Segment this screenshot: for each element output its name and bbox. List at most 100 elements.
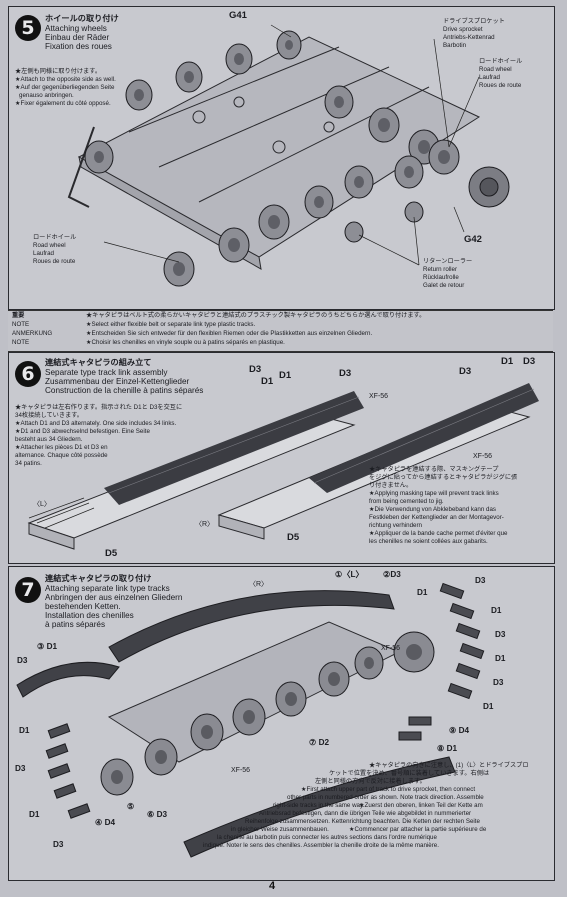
- part-d3-label: D3: [17, 656, 28, 665]
- part-d3-label: D3: [475, 576, 486, 585]
- instr-en: ★Attach D1 and D3 alternately. One side …: [15, 420, 177, 427]
- part-d1-label: D1: [19, 726, 30, 735]
- road-wheel-de: Laufrad: [479, 74, 500, 81]
- tape-note-jp: ★キャタピラを連結する際、マスキングテープ: [369, 466, 499, 473]
- part-d3-label: D3: [53, 840, 64, 849]
- part-d1-label: D1: [417, 588, 428, 597]
- title-en: Attaching separate link type tracks: [45, 584, 170, 593]
- part-d1-label: D1: [261, 376, 274, 387]
- note-label-jp: 重要: [12, 312, 25, 319]
- paint-xf56: XF-56: [473, 453, 493, 460]
- instr-en-2: other parts in numbered order as shown. …: [287, 794, 484, 801]
- part-d3-label: D3: [339, 368, 352, 379]
- instr-de: ★Zuerst den oberen, linken Teil der Kett…: [359, 802, 483, 809]
- side-note-jp: ★左側も同様に取り付けます。: [15, 68, 102, 75]
- step-5-panel: 5 ホイールの取り付け Attaching wheels Einbau der …: [8, 6, 555, 310]
- instr-fr-2: la chenille au barbotin puis connecter l…: [217, 834, 437, 841]
- paint-xf56: XF-56: [231, 767, 251, 774]
- drive-sprocket-en: Drive sprocket: [443, 26, 483, 33]
- instr-en: ★First attach upper part of track to dri…: [301, 786, 476, 793]
- road-wheel-fr: Roues de route: [479, 82, 522, 89]
- paint-xf56: XF-56: [369, 393, 389, 400]
- instr-fr-3: indiqué. Noter le sens des chenilles. As…: [203, 842, 439, 849]
- instr-jp-2: 34枚接続していきます。: [15, 412, 83, 419]
- road-wheel-jp: ロードホイール: [479, 58, 523, 65]
- part-g42: G42: [464, 234, 482, 245]
- title-fr: Installation des chenilles: [45, 611, 134, 620]
- drive-sprocket-jp: ドライブスプロケット: [443, 18, 505, 25]
- seq-7: ⑦ D2: [309, 738, 330, 747]
- tape-note-de: ★Die Verwendung von Abklebeband kann das: [369, 506, 496, 513]
- part-d1-label: D1: [29, 810, 40, 819]
- step-number: 7: [15, 577, 41, 603]
- road-wheel2-fr: Roues de route: [33, 258, 76, 265]
- title-en: Attaching wheels: [45, 24, 107, 33]
- note-label-fr: NOTE: [12, 339, 30, 346]
- instr-fr: ★Attacher les pièces D1 et D3 en: [15, 444, 108, 451]
- instr-jp-3: 左側と同様の方向で反対に接着します。: [315, 778, 426, 785]
- title-de-2: bestehenden Ketten.: [45, 602, 121, 611]
- part-d3-label: D3: [493, 678, 504, 687]
- part-d1-label: D1: [501, 356, 514, 367]
- tape-note-fr-2: les chenilles ne soient collées aux gaba…: [369, 538, 488, 545]
- side-note-fr: ★Fixer également du côté opposé.: [15, 100, 111, 107]
- track-jig-drawing: [27, 383, 539, 550]
- instr-de-2: Antriebsrad befestigen, dann die übrigen…: [259, 810, 472, 817]
- title-jp: 連結式キャタピラの取り付け: [45, 574, 152, 583]
- seq-9: ⑨ D4: [449, 726, 470, 735]
- paint-xf56: XF-56: [381, 645, 401, 652]
- instr-de: ★D1 and D3 abwechselnd befestigen. Eine …: [15, 428, 150, 435]
- title-de: Zusammenbau der Einzel-Kettenglieder: [45, 377, 190, 386]
- road-wheel2-en: Road wheel: [33, 242, 66, 249]
- instr-fr-2: alternance. Chaque côté possède: [15, 452, 108, 459]
- instr-fr-3: 34 patins.: [15, 460, 42, 467]
- part-d1-label: D1: [491, 606, 502, 615]
- part-d5-label: D5: [287, 532, 300, 543]
- seq-8: ⑧ D1: [437, 744, 458, 753]
- seq-6: ⑥ D3: [147, 810, 168, 819]
- instr-de-4: in gleicher Weise zusammenbauen.: [231, 826, 329, 833]
- right-side-label: 〈R〉: [195, 521, 215, 528]
- title-de: Anbringen der aus einzelnen Gliedern: [45, 593, 183, 602]
- step-number: 5: [15, 15, 41, 41]
- road-wheel2-de: Laufrad: [33, 250, 54, 257]
- part-d1-label: D1: [483, 702, 494, 711]
- tape-note-de-2: Festkleben der Kettenglieder an der Mont…: [369, 514, 504, 521]
- note-text-de: ★Entscheiden Sie sich entweder für den f…: [86, 330, 373, 337]
- step-6-panel: 6 連結式キャタピラの組み立て Separate type track link…: [8, 352, 555, 564]
- seq-2: ②D3: [383, 570, 401, 579]
- part-g41: G41: [229, 10, 247, 21]
- instr-jp: ★キャタピラは左右作ります。指示された D1と D3を交互に: [15, 404, 183, 411]
- title-en: Separate type track link assembly: [45, 368, 168, 377]
- part-d3-label: D3: [15, 764, 26, 773]
- note-box: 重要 NOTE ANMERKUNG NOTE ★キャタピラはベルト式の柔らかいキ…: [8, 310, 553, 352]
- note-text-fr: ★Choisir les chenilles en vinyle souple …: [86, 339, 285, 346]
- return-roller-jp: リターンローラー: [423, 258, 473, 265]
- tape-note-en-2: from being cemented to jig.: [369, 498, 444, 505]
- side-note-en: ★Attach to the opposite side as well.: [15, 76, 116, 83]
- part-d5-label: D5: [105, 548, 118, 559]
- road-wheel2-jp: ロードホイール: [33, 234, 77, 241]
- note-text-en: ★Select either flexible belt or separate…: [86, 321, 256, 328]
- title-fr-2: à patins séparés: [45, 620, 106, 629]
- step-7-panel: 7 連結式キャタピラの取り付け Attaching separate link …: [8, 566, 555, 881]
- tape-note-de-3: richtung verhindern: [369, 522, 422, 529]
- title-fr: Fixation des roues: [45, 42, 112, 51]
- part-d3-label: D3: [523, 356, 536, 367]
- seq-4: ④ D4: [95, 818, 116, 827]
- instr-fr: ★Commencer par attacher la partie supéri…: [349, 826, 487, 833]
- title-de: Einbau der Räder: [45, 33, 110, 42]
- tape-note-fr: ★Appliquer de la bande cache permet d'év…: [369, 530, 508, 537]
- page-number: 4: [268, 880, 276, 892]
- instr-de-3: Reihenfolge zusammensetzen. Kettenrichtu…: [245, 818, 480, 825]
- instr-jp: ★キャタピラの向きに注意し、(1)〈L〉とドライブスプロ: [369, 762, 529, 769]
- tape-note-jp-2: をジグに貼ってから連結するとキャタピラがジグに張: [369, 474, 518, 481]
- seq-5: ⑤: [127, 802, 135, 811]
- left-side-label: 〈L〉: [33, 501, 51, 508]
- part-d3-label: D3: [459, 366, 472, 377]
- part-d3-label: D3: [495, 630, 506, 639]
- drive-sprocket-fr: Barbotin: [443, 42, 467, 49]
- part-d1-label: D1: [279, 370, 292, 381]
- track-install-drawing: [16, 582, 485, 858]
